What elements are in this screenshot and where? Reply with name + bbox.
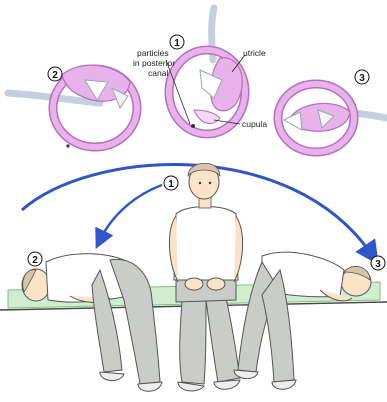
label-utricle: utricle <box>243 48 266 58</box>
label-cupula: cupula <box>242 119 267 129</box>
patient-lying-left <box>22 254 162 392</box>
svg-text:2: 2 <box>32 255 38 266</box>
step-badge-top-left: 2 <box>48 67 62 81</box>
step-badge-body-left: 2 <box>28 252 42 266</box>
patient-lying-right <box>234 252 371 389</box>
svg-text:3: 3 <box>375 259 381 270</box>
svg-text:1: 1 <box>174 38 180 49</box>
svg-text:1: 1 <box>168 179 174 190</box>
labyrinth-diagram-left <box>8 65 137 147</box>
label-particles-3: canal <box>148 68 168 78</box>
arrow-step1-to-step2 <box>100 185 162 240</box>
labyrinth-diagram-center <box>166 8 245 134</box>
labyrinth-diagram-right <box>278 84 387 152</box>
step-badge-body-center: 1 <box>164 176 178 190</box>
svg-text:3: 3 <box>359 73 365 84</box>
step-badge-top-right: 3 <box>355 70 369 84</box>
svg-text:2: 2 <box>52 70 58 81</box>
label-particles-2: in posterior <box>133 58 175 68</box>
label-particles-1: particles <box>137 48 169 58</box>
step-badge-body-right: 3 <box>371 256 385 270</box>
step-badge-top-center: 1 <box>170 35 184 49</box>
patient-sitting-center <box>169 163 242 391</box>
